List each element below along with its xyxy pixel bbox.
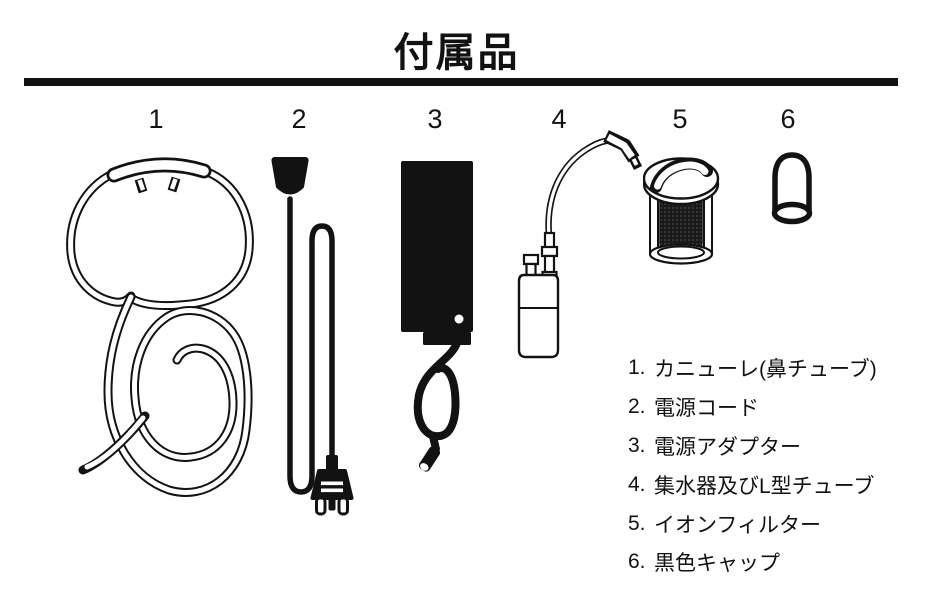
adapter-dc-connector — [418, 446, 441, 472]
legend-entry-6: 6. 黒色キャップ — [628, 543, 877, 582]
legend-entry-3: 3. 電源アダプター — [628, 427, 877, 466]
nasal-cannula-illustration — [55, 140, 270, 498]
l-tube — [545, 130, 643, 237]
legend-entry-label: 電源アダプター — [654, 435, 801, 459]
legend-entry-marker: 4. — [628, 472, 646, 496]
item-number-3: 3 — [427, 104, 443, 134]
item-number-4: 4 — [551, 104, 567, 134]
power-cord-illustration — [258, 145, 388, 530]
legend-entry-label: 集水器及びL型チューブ — [654, 474, 875, 498]
item-number-1: 1 — [148, 104, 164, 134]
legend-entry-marker: 3. — [628, 433, 646, 457]
legend-list: 1. カニューレ(鼻チューブ) 2. 電源コード 3. 電源アダプター 4. 集… — [628, 349, 877, 582]
legend-entry-label: 電源コード — [654, 397, 759, 421]
black-cap-illustration — [769, 150, 815, 228]
power-adapter-illustration — [395, 153, 510, 475]
cannula-nosepiece — [106, 157, 212, 194]
adapter-body — [401, 161, 473, 332]
legend-entry-1: 1. カニューレ(鼻チューブ) — [628, 349, 877, 388]
power-plug — [310, 455, 354, 516]
item-number-5: 5 — [672, 104, 688, 134]
cord-appliance-connector — [271, 157, 309, 195]
adapter-strain-relief — [423, 332, 471, 345]
legend-entry-4: 4. 集水器及びL型チューブ — [628, 465, 877, 504]
cap-outline — [771, 152, 813, 225]
adapter-led — [454, 314, 464, 324]
cannula-tubing — [66, 166, 254, 497]
title-divider — [24, 78, 898, 86]
water-trap-l-tube-illustration — [505, 126, 645, 371]
item-number-2: 2 — [291, 104, 307, 134]
legend-entry-marker: 6. — [628, 550, 646, 574]
legend-entry-marker: 5. — [628, 511, 646, 535]
ion-filter-illustration — [643, 146, 748, 273]
cord-cable — [287, 196, 335, 495]
legend-entry-5: 5. イオンフィルター — [628, 504, 877, 543]
item-number-6: 6 — [780, 104, 796, 134]
filter-cap — [643, 157, 720, 206]
legend-entry-marker: 1. — [628, 356, 646, 380]
adapter-cable — [413, 339, 461, 453]
legend-entry-label: イオンフィルター — [654, 513, 821, 537]
legend-entry-marker: 2. — [628, 395, 646, 419]
page-title: 付属品 — [393, 31, 520, 75]
water-trap-ports — [522, 231, 559, 279]
water-trap-bottle — [517, 273, 560, 359]
legend-entry-label: カニューレ(鼻チューブ) — [654, 358, 877, 382]
legend-entry-label: 黒色キャップ — [654, 552, 780, 576]
legend-entry-2: 2. 電源コード — [628, 388, 877, 427]
